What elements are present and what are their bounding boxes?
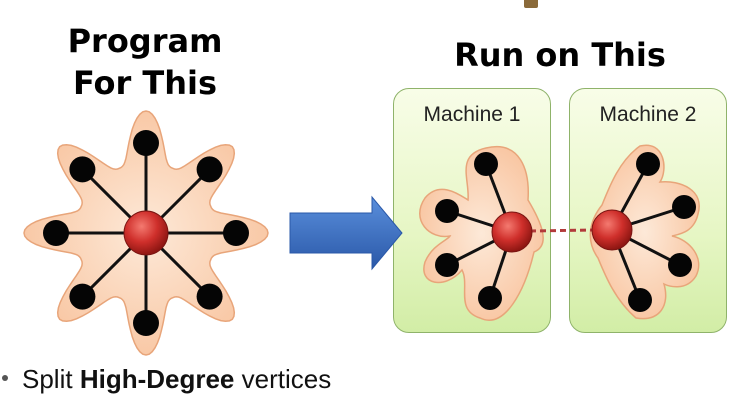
neighbor-node [636,152,660,176]
neighbor-node [133,310,159,336]
high-degree-vertex-graph [23,110,269,356]
machine-1-hub-vertex [491,211,533,253]
neighbor-node [672,195,696,219]
neighbor-node [435,199,459,223]
neighbor-node [133,130,159,156]
neighbor-node [435,253,459,277]
left-neighbor-nodes [43,130,249,336]
bullet-prefix: Split [22,364,80,394]
neighbor-node [223,220,249,246]
neighbor-node [43,220,69,246]
bullet-suffix: vertices [234,364,332,394]
bullet-emphasis: High-Degree [79,364,235,394]
right-arrow-icon [289,195,403,271]
program-for-this-title: Program For This [40,20,250,104]
top-edge-mark [524,0,538,8]
machine-1-partition [419,145,544,321]
run-on-this-title: Run on This [454,36,666,74]
machine-2-partition [589,144,700,320]
neighbor-node [196,283,223,310]
high-degree-hub-vertex [123,210,169,256]
machine-1-label: Machine 1 [423,103,521,126]
neighbor-node [478,286,502,310]
bullet-point: Split High-Degree vertices [0,364,753,404]
neighbor-node [196,156,223,183]
bullet-dot [2,375,8,381]
machine-2-hub-vertex [591,209,633,251]
split-vertex-link [529,228,595,233]
neighbor-node [668,253,692,277]
machine-2-label: Machine 2 [599,103,697,126]
neighbor-node [69,283,96,310]
bullet-text: Split High-Degree vertices [22,364,331,395]
program-title-line-1: Program [67,22,223,60]
neighbor-node [69,156,96,183]
program-title-line-2: For This [72,64,218,102]
neighbor-node [474,152,498,176]
neighbor-node [628,288,652,312]
machine-1-cluster-shape [419,145,544,321]
